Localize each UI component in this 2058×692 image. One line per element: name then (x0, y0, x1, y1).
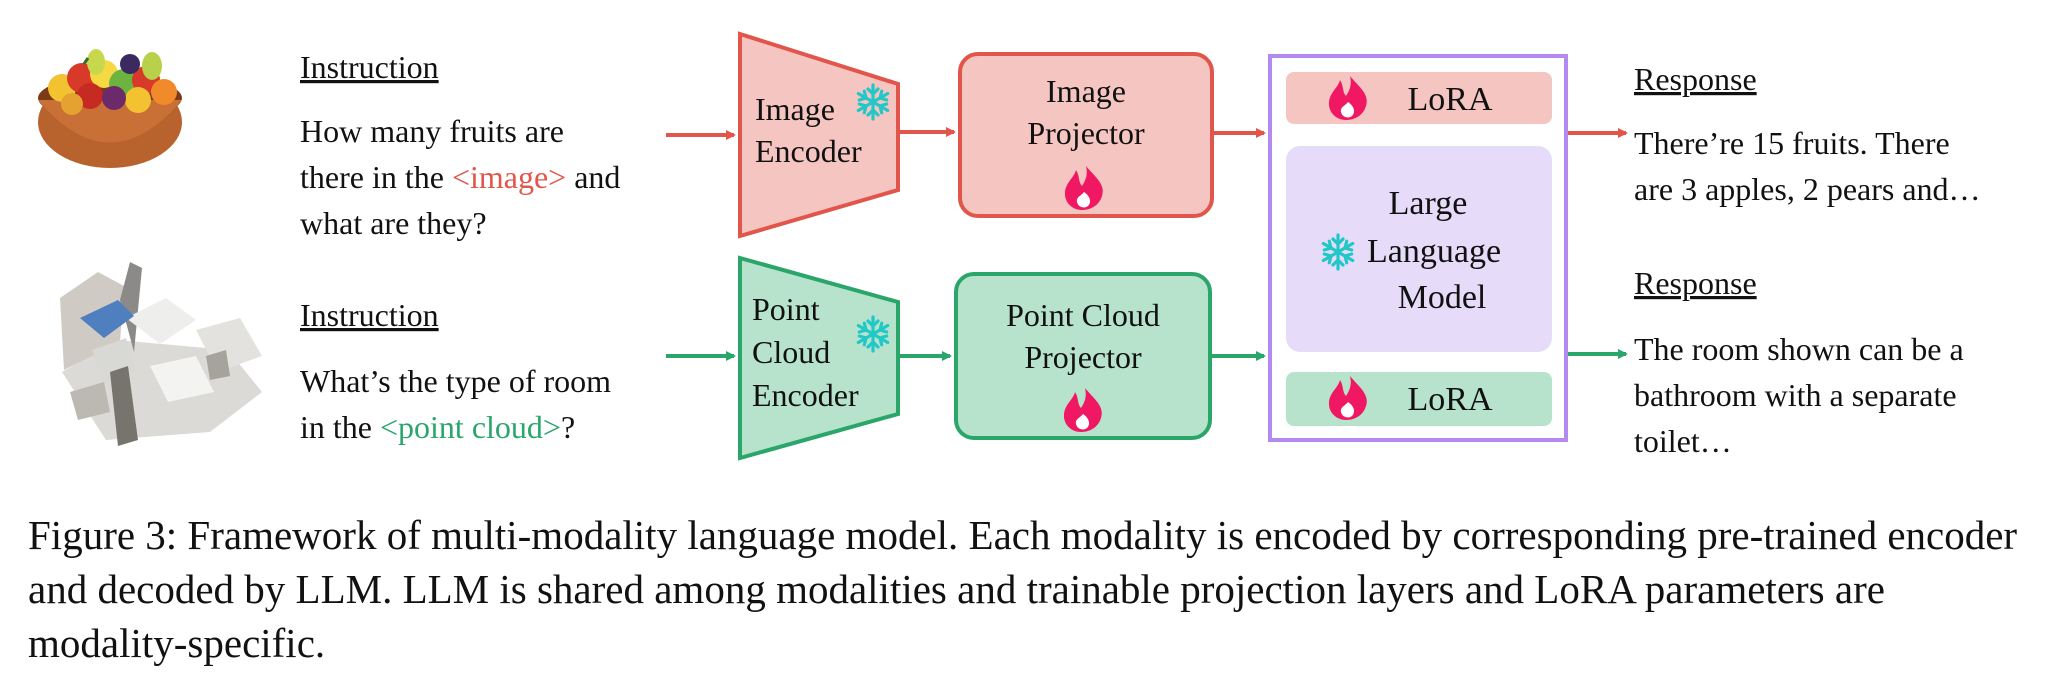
bottom-response-line2: bathroom with a separate (1634, 377, 1957, 413)
bottom-instruction-line2: in the <point cloud>? (300, 409, 575, 445)
point-cloud-encoder-block (738, 255, 900, 461)
framework-diagram: Instruction How many fruits are there in… (38, 31, 1981, 461)
image-encoder-label-1: Image (755, 91, 835, 127)
top-response-title: Response (1634, 61, 1757, 97)
bottom-instruction-title: Instruction (300, 297, 439, 333)
bottom-instruction-line1: What’s the type of room (300, 363, 611, 399)
bottom-lora-label: LoRA (1408, 381, 1493, 418)
point-cloud-image (60, 262, 262, 446)
pc-projector-label-1: Point Cloud (1006, 297, 1160, 333)
llm-label-3: Model (1398, 279, 1487, 316)
fruit-bowl-image (38, 49, 182, 168)
image-projector-block (958, 52, 1214, 218)
top-instruction-title: Instruction (300, 49, 439, 85)
figure-caption: Figure 3: Framework of multi-modality la… (28, 512, 2018, 666)
image-token: <image> (452, 159, 566, 195)
llm-block (1286, 146, 1552, 352)
pc-projector-label-2: Projector (1024, 339, 1142, 375)
top-lora-label: LoRA (1408, 81, 1493, 118)
bottom-response-line3: toilet… (1634, 423, 1732, 459)
bottom-response-title: Response (1634, 265, 1757, 301)
point-cloud-token: <point cloud> (380, 409, 561, 445)
top-response-line1: There’re 15 fruits. There (1634, 125, 1950, 161)
top-instruction-line3: what are they? (300, 205, 487, 241)
llm-label-1: Large (1389, 185, 1468, 222)
bottom-response-line1: The room shown can be a (1634, 331, 1964, 367)
image-projector-label-1: Image (1046, 73, 1126, 109)
top-response-line2: are 3 apples, 2 pears and… (1634, 171, 1981, 207)
image-encoder-label-2: Encoder (755, 133, 862, 169)
image-projector-label-2: Projector (1027, 115, 1145, 151)
pc-encoder-label-2: Cloud (752, 334, 830, 370)
point-cloud-projector-block (954, 272, 1212, 440)
top-instruction-line2: there in the <image> and (300, 159, 620, 195)
pc-encoder-label-3: Encoder (752, 377, 859, 413)
image-encoder-block (738, 31, 900, 239)
llm-label-2: Language (1367, 233, 1501, 270)
top-instruction-line1: How many fruits are (300, 113, 564, 149)
pc-encoder-label-1: Point (752, 291, 820, 327)
